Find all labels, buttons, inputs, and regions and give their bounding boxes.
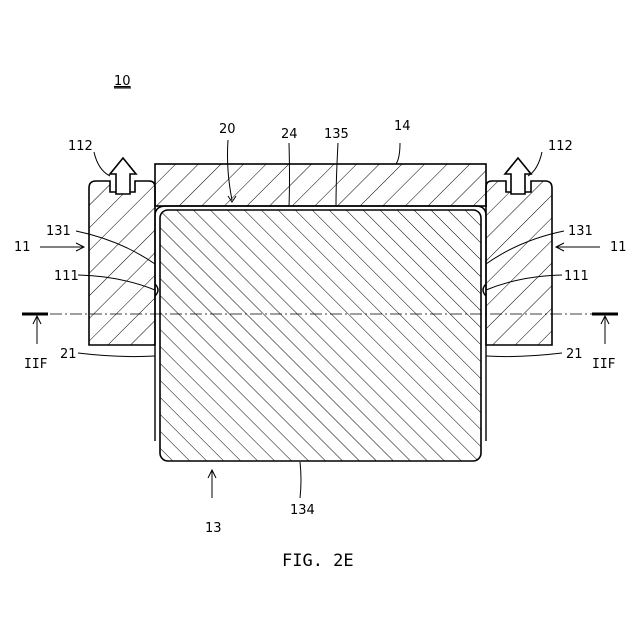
- left-holder: [89, 181, 155, 345]
- sheet-label: 20: [219, 122, 236, 137]
- section-label-left: IIF: [24, 357, 48, 372]
- surface-label-left: 131: [46, 224, 71, 239]
- left-up-arrow-icon: [110, 158, 136, 194]
- core-label: 13: [205, 521, 222, 536]
- film-label-right: 21: [566, 347, 583, 362]
- section-mark-right-arrow-icon: [601, 316, 609, 344]
- section-label-right: IIF: [592, 357, 616, 372]
- surface-label-right: 131: [568, 224, 593, 239]
- core-block: [160, 210, 481, 461]
- right-holder: [486, 181, 552, 345]
- holder-label-right: 11: [610, 240, 627, 255]
- top-plate: [155, 164, 486, 206]
- figure-caption: FIG. 2E: [282, 551, 354, 571]
- section-mark-left-arrow-icon: [33, 316, 41, 344]
- holder-label-left: 11: [14, 240, 31, 255]
- film-label-left: 21: [60, 347, 77, 362]
- bottom-label: 134: [290, 503, 315, 518]
- layer-label: 24: [281, 127, 298, 142]
- arrow-label-right: 112: [548, 139, 573, 154]
- groove-label-left: 111: [54, 269, 79, 284]
- right-up-arrow-icon: [505, 158, 531, 194]
- groove-label-right: 111: [564, 269, 589, 284]
- corner-label: 135: [324, 127, 349, 142]
- top-plate-label: 14: [394, 119, 411, 134]
- arrow-label-left: 112: [68, 139, 93, 154]
- assembly-ref-label: 10: [114, 74, 131, 89]
